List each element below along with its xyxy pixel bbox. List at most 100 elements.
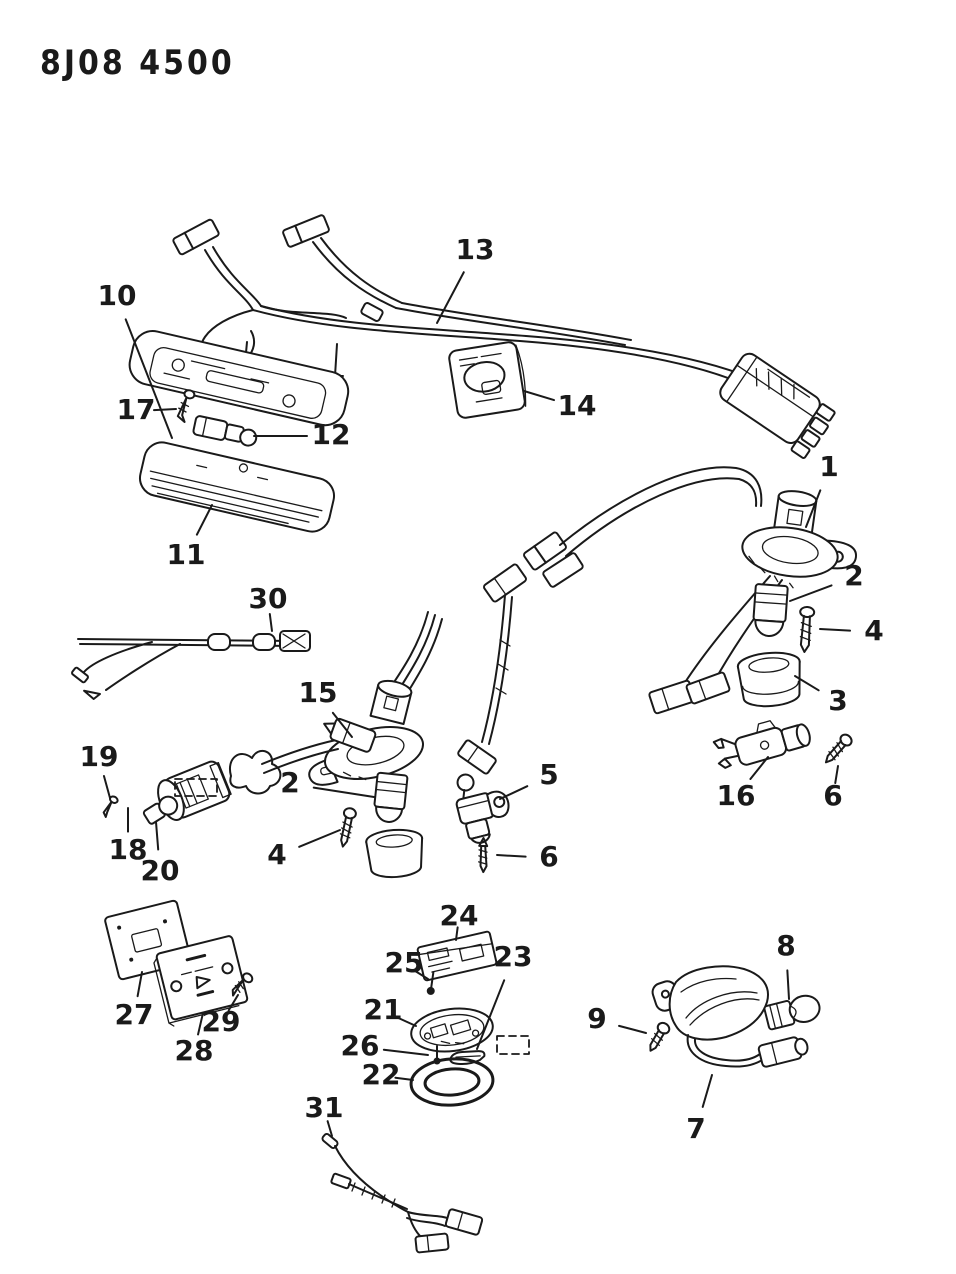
part-23-location-box xyxy=(496,1035,530,1055)
leader-line-2 xyxy=(312,786,375,798)
part-3-socket-cup xyxy=(736,651,801,708)
leader-line-15 xyxy=(331,711,353,738)
leader-line-24 xyxy=(455,926,459,941)
callout-5: 5 xyxy=(539,758,558,791)
leader-line-8 xyxy=(786,969,790,1000)
leader-line-19 xyxy=(102,775,111,799)
callout-28: 28 xyxy=(175,1034,214,1067)
part-24-back-plate xyxy=(416,930,498,982)
leader-line-22 xyxy=(394,1076,414,1081)
callout-15: 15 xyxy=(299,676,338,709)
part-21-lamp-housing xyxy=(410,1007,494,1053)
part-1-socket-assembly xyxy=(523,466,857,715)
callout-30: 30 xyxy=(249,582,288,615)
part-12-bulb xyxy=(192,415,258,447)
part-5-socket-bracket xyxy=(455,773,510,844)
drawing-number: 8J08 4500 xyxy=(40,43,235,84)
part-14-connector-plate xyxy=(448,341,527,419)
part-30-jumper-harness xyxy=(71,630,311,700)
callout-29: 29 xyxy=(202,1005,241,1038)
leader-line-16 xyxy=(749,756,769,780)
leader-line-6 xyxy=(834,765,839,785)
leader-line-26 xyxy=(382,1048,429,1056)
leader-line-23 xyxy=(476,979,506,1050)
leader-line-20 xyxy=(155,821,160,851)
callout-6: 6 xyxy=(539,840,558,873)
part-18-bracket xyxy=(228,749,282,795)
part-6-screw-right xyxy=(824,733,853,764)
callout-12: 12 xyxy=(312,418,351,451)
leader-line-31 xyxy=(326,1120,333,1137)
leader-line-4 xyxy=(819,628,852,632)
callout-4: 4 xyxy=(864,614,883,647)
callout-1: 1 xyxy=(819,450,838,483)
callout-23: 23 xyxy=(494,940,533,973)
part-29-screw xyxy=(231,972,254,997)
callout-6: 6 xyxy=(823,779,842,812)
callout-22: 22 xyxy=(362,1058,401,1091)
callout-9: 9 xyxy=(587,1002,606,1035)
leader-line-1 xyxy=(805,489,822,528)
leader-line-2 xyxy=(789,584,833,602)
callout-3: 3 xyxy=(828,684,847,717)
leader-line-30 xyxy=(268,612,273,632)
leader-line-9 xyxy=(618,1024,647,1034)
leader-line-27 xyxy=(136,971,143,998)
callout-27: 27 xyxy=(115,998,154,1031)
part-4-screw-center xyxy=(339,807,357,848)
callout-26: 26 xyxy=(341,1029,380,1062)
part-11-lens xyxy=(139,441,335,533)
callout-18: 18 xyxy=(109,833,148,866)
callout-4: 4 xyxy=(267,838,286,871)
leader-line-5 xyxy=(499,785,529,800)
leader-line-29 xyxy=(227,994,239,1012)
part-8-bulb xyxy=(763,994,821,1031)
callout-11: 11 xyxy=(167,538,206,571)
part-9-screw xyxy=(649,1021,671,1052)
leader-line-7 xyxy=(701,1074,713,1108)
part-6-screw-center xyxy=(478,837,489,874)
callout-13: 13 xyxy=(456,233,495,266)
callout-24: 24 xyxy=(440,899,479,932)
part-2-bulb-right xyxy=(752,583,789,637)
callout-19: 19 xyxy=(80,740,119,773)
part-2-bulb-center xyxy=(373,771,409,823)
part-10-lamp-housing xyxy=(128,330,350,427)
leader-line-17 xyxy=(153,408,177,412)
leader-line-11 xyxy=(195,504,213,536)
socket-cup-center xyxy=(365,828,424,879)
part-18-socket-assembly xyxy=(102,717,377,825)
callout-21: 21 xyxy=(364,993,403,1026)
part-25-pin xyxy=(426,971,435,995)
callout-17: 17 xyxy=(117,393,156,426)
callout-2: 2 xyxy=(280,766,299,799)
leader-line-3 xyxy=(794,675,820,692)
part-16-socket xyxy=(712,720,811,769)
callout-10: 10 xyxy=(98,279,137,312)
leader-line-25 xyxy=(413,969,429,980)
callout-8: 8 xyxy=(776,929,795,962)
part-4-screw-right xyxy=(799,606,816,653)
part-31-pigtail-harness xyxy=(321,1133,484,1254)
callout-31: 31 xyxy=(305,1091,344,1124)
part-17-screw xyxy=(176,389,196,423)
callout-25: 25 xyxy=(385,946,424,979)
callout-16: 16 xyxy=(717,779,756,812)
part-7-license-lamp xyxy=(651,965,809,1068)
callout-20: 20 xyxy=(141,854,180,887)
leader-line-21 xyxy=(396,1016,417,1027)
part-13-harness xyxy=(172,214,836,459)
part-20-bulb xyxy=(142,795,179,825)
callout-7: 7 xyxy=(686,1112,705,1145)
leader-line-10 xyxy=(124,318,173,439)
callout-2: 2 xyxy=(844,559,863,592)
leader-line-13 xyxy=(436,271,465,324)
leader-line-4 xyxy=(298,829,341,848)
leader-line-14 xyxy=(523,390,556,402)
part-28-switch-plate xyxy=(153,935,249,1027)
leader-line-6 xyxy=(496,854,527,858)
leader-line-28 xyxy=(197,1012,204,1036)
